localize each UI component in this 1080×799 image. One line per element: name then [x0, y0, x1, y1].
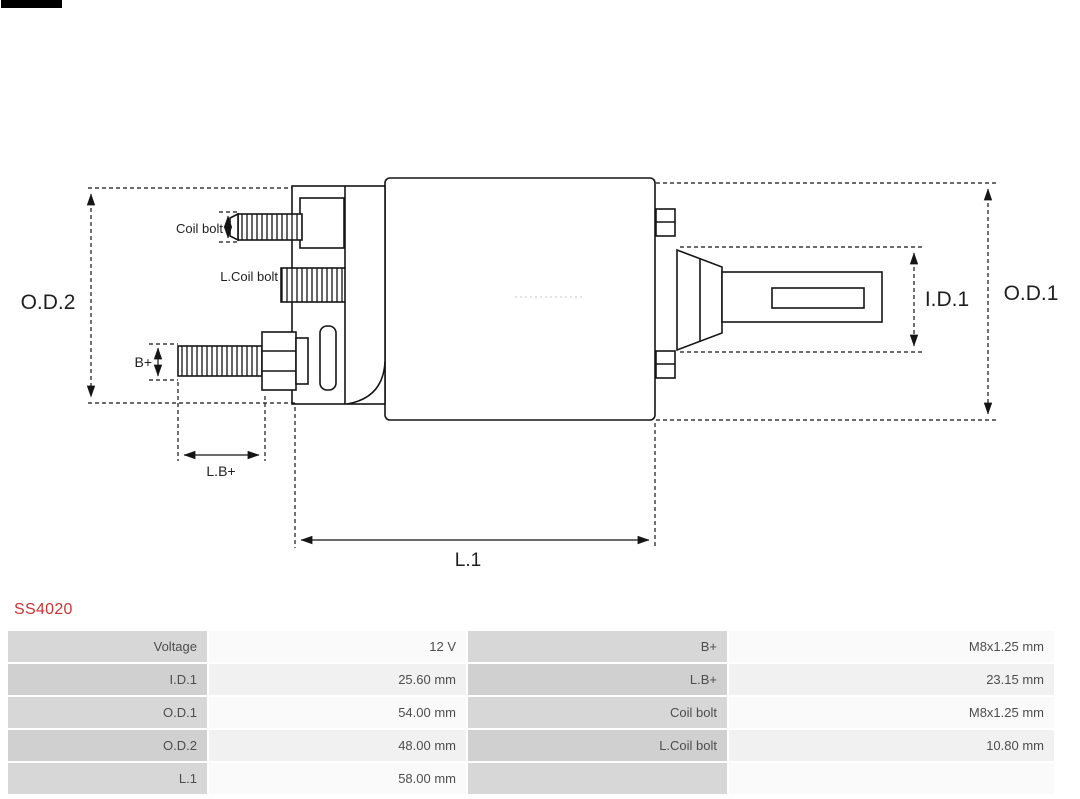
spec-value: M8x1.25 mm [729, 631, 1054, 662]
cap-arc [346, 361, 386, 405]
coil-bolt-flange [299, 197, 345, 249]
coil-bolt-stud [237, 213, 303, 241]
spec-label: L.1 [8, 763, 207, 794]
label-b-plus: B+ [134, 354, 152, 370]
b-plus-washer [295, 337, 309, 385]
label-l1: L.1 [455, 550, 481, 571]
plunger-slot [771, 287, 865, 309]
coil-bolt-tip [229, 212, 239, 242]
spec-label: Coil bolt [468, 697, 727, 728]
spec-label: O.D.1 [8, 697, 207, 728]
label-id1: I.D.1 [925, 288, 969, 311]
spec-value: M8x1.25 mm [729, 697, 1054, 728]
b-plus-nut [261, 331, 297, 391]
table-row: I.D.1 25.60 mm L.B+ 23.15 mm [8, 664, 1054, 695]
table-row: O.D.1 54.00 mm Coil bolt M8x1.25 mm [8, 697, 1054, 728]
spec-label: O.D.2 [8, 730, 207, 761]
spec-value: 12 V [209, 631, 466, 662]
part-number: SS4020 [14, 601, 73, 618]
spec-value: 23.15 mm [729, 664, 1054, 695]
dimension-arrows [86, 188, 993, 545]
spec-label [468, 763, 727, 794]
spec-value [729, 763, 1054, 794]
spec-value: 54.00 mm [209, 697, 466, 728]
spec-label: B+ [468, 631, 727, 662]
solenoid-dimension-drawing: O.D.2 O.D.1 I.D.1 L.1 L.B+ Coil bolt L.C… [21, 177, 1059, 571]
solenoid-body [384, 177, 656, 421]
spec-value: 10.80 mm [729, 730, 1054, 761]
spec-label: L.B+ [468, 664, 727, 695]
table-row: Voltage 12 V B+ M8x1.25 mm [8, 631, 1054, 662]
label-l-coil-bolt: L.Coil bolt [220, 269, 278, 284]
dimension-labels: O.D.2 O.D.1 I.D.1 L.1 L.B+ Coil bolt L.C… [21, 221, 1059, 571]
table-row: O.D.2 48.00 mm L.Coil bolt 10.80 mm [8, 730, 1054, 761]
table-row: L.1 58.00 mm [8, 763, 1054, 794]
insulator-flange [319, 325, 337, 391]
label-lb-plus: L.B+ [206, 463, 235, 479]
spec-label: L.Coil bolt [468, 730, 727, 761]
spec-value: 58.00 mm [209, 763, 466, 794]
label-od2: O.D.2 [21, 291, 76, 314]
label-coil-bolt: Coil bolt [176, 221, 223, 236]
label-od1: O.D.1 [1004, 282, 1059, 305]
solenoid-outline [177, 177, 883, 421]
spec-value: 25.60 mm [209, 664, 466, 695]
extension-lines [88, 182, 997, 548]
spec-label: I.D.1 [8, 664, 207, 695]
top-left-mark [1, 0, 62, 8]
b-plus-stud [177, 345, 263, 377]
spec-table: Voltage 12 V B+ M8x1.25 mm I.D.1 25.60 m… [6, 629, 1056, 796]
spec-label: Voltage [8, 631, 207, 662]
spec-value: 48.00 mm [209, 730, 466, 761]
l-coil-bolt-collar [280, 267, 346, 303]
